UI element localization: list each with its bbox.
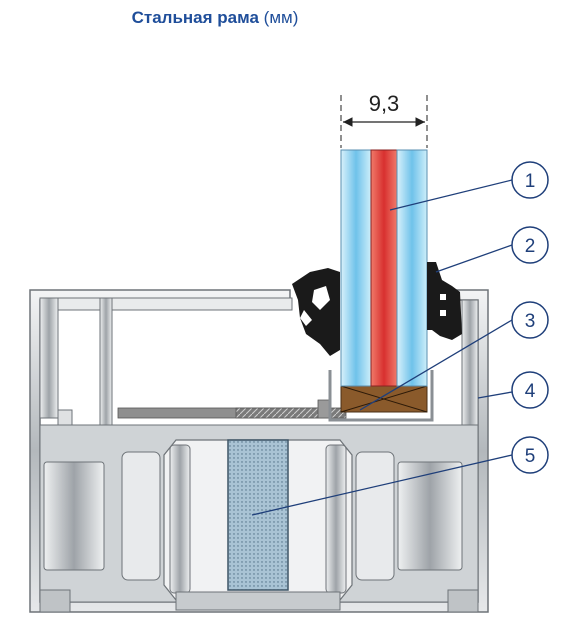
glass-unit — [340, 149, 428, 387]
base-strip — [117, 370, 434, 422]
callout-5-label: 5 — [525, 446, 536, 467]
leader-lines — [251, 179, 513, 516]
page-title: Стальная рама (мм) — [0, 8, 430, 28]
steel-reinforcement — [227, 439, 289, 591]
callout-4-label: 4 — [525, 381, 536, 402]
dimension-indicator: 9,3 — [340, 91, 428, 148]
callout-2-label: 2 — [525, 236, 536, 257]
callout-1-label: 1 — [525, 171, 536, 192]
outer-gasket — [292, 268, 340, 356]
title-unit: (мм) — [263, 8, 299, 27]
callout-4: 4 — [511, 371, 549, 409]
callout-2: 2 — [511, 226, 549, 264]
callout-3: 3 — [511, 301, 549, 339]
inner-gasket — [427, 262, 462, 340]
glazing-bead-spacer — [340, 385, 428, 413]
title-text: Стальная рама — [131, 8, 259, 27]
dimension-label: 9,3 — [369, 91, 400, 116]
callout-1: 1 — [511, 161, 549, 199]
callout-5: 5 — [511, 436, 549, 474]
callout-3-label: 3 — [525, 311, 536, 332]
